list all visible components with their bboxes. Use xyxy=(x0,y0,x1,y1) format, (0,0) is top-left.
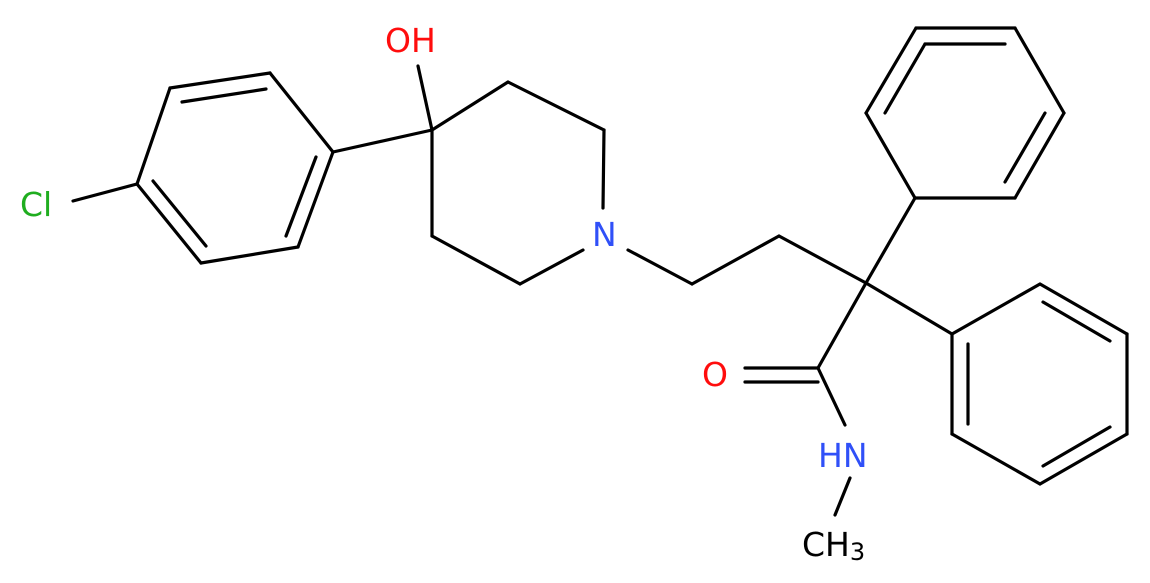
bond xyxy=(864,281,954,336)
bond xyxy=(1038,282,1129,336)
bond xyxy=(864,111,917,200)
bond xyxy=(1003,111,1047,184)
bond xyxy=(331,128,434,154)
bond xyxy=(506,80,606,132)
bond xyxy=(950,432,1042,486)
amide-nh-label: HN xyxy=(818,436,868,475)
bond xyxy=(199,245,300,265)
hydroxyl-label: OH xyxy=(385,21,436,60)
bond xyxy=(1041,425,1112,468)
bond xyxy=(430,80,510,132)
bond xyxy=(626,248,694,286)
bond xyxy=(690,234,781,286)
bond xyxy=(883,42,927,115)
bond xyxy=(1041,300,1112,343)
bond xyxy=(135,182,203,265)
methyl-main-text: CH xyxy=(802,525,850,564)
bond xyxy=(180,87,268,104)
chlorine-label: Cl xyxy=(20,185,52,224)
bond xyxy=(135,86,172,186)
atom-labels: Cl OH N O HN CH3 xyxy=(20,21,868,566)
bond xyxy=(416,64,434,132)
bond xyxy=(864,196,917,285)
bond xyxy=(816,366,847,427)
carbonyl-oxygen-label: O xyxy=(702,355,728,394)
bond xyxy=(71,182,139,203)
bond xyxy=(430,234,522,286)
bond xyxy=(151,179,208,248)
piperidine-nitrogen-label: N xyxy=(592,215,617,254)
bond xyxy=(296,150,335,249)
bond xyxy=(1038,432,1129,486)
bond xyxy=(601,128,606,210)
methyl-label: CH3 xyxy=(802,525,865,566)
bond xyxy=(950,282,1042,336)
bond xyxy=(777,234,868,285)
bond xyxy=(268,71,335,154)
bond xyxy=(518,248,585,286)
bond xyxy=(816,281,868,370)
bond xyxy=(833,476,852,517)
methyl-subscript: 3 xyxy=(850,538,865,566)
bond xyxy=(1013,26,1066,115)
bond xyxy=(168,71,272,90)
bond xyxy=(1013,111,1066,200)
bond xyxy=(864,26,918,115)
bond-lines xyxy=(71,26,1129,517)
bond xyxy=(284,155,318,238)
